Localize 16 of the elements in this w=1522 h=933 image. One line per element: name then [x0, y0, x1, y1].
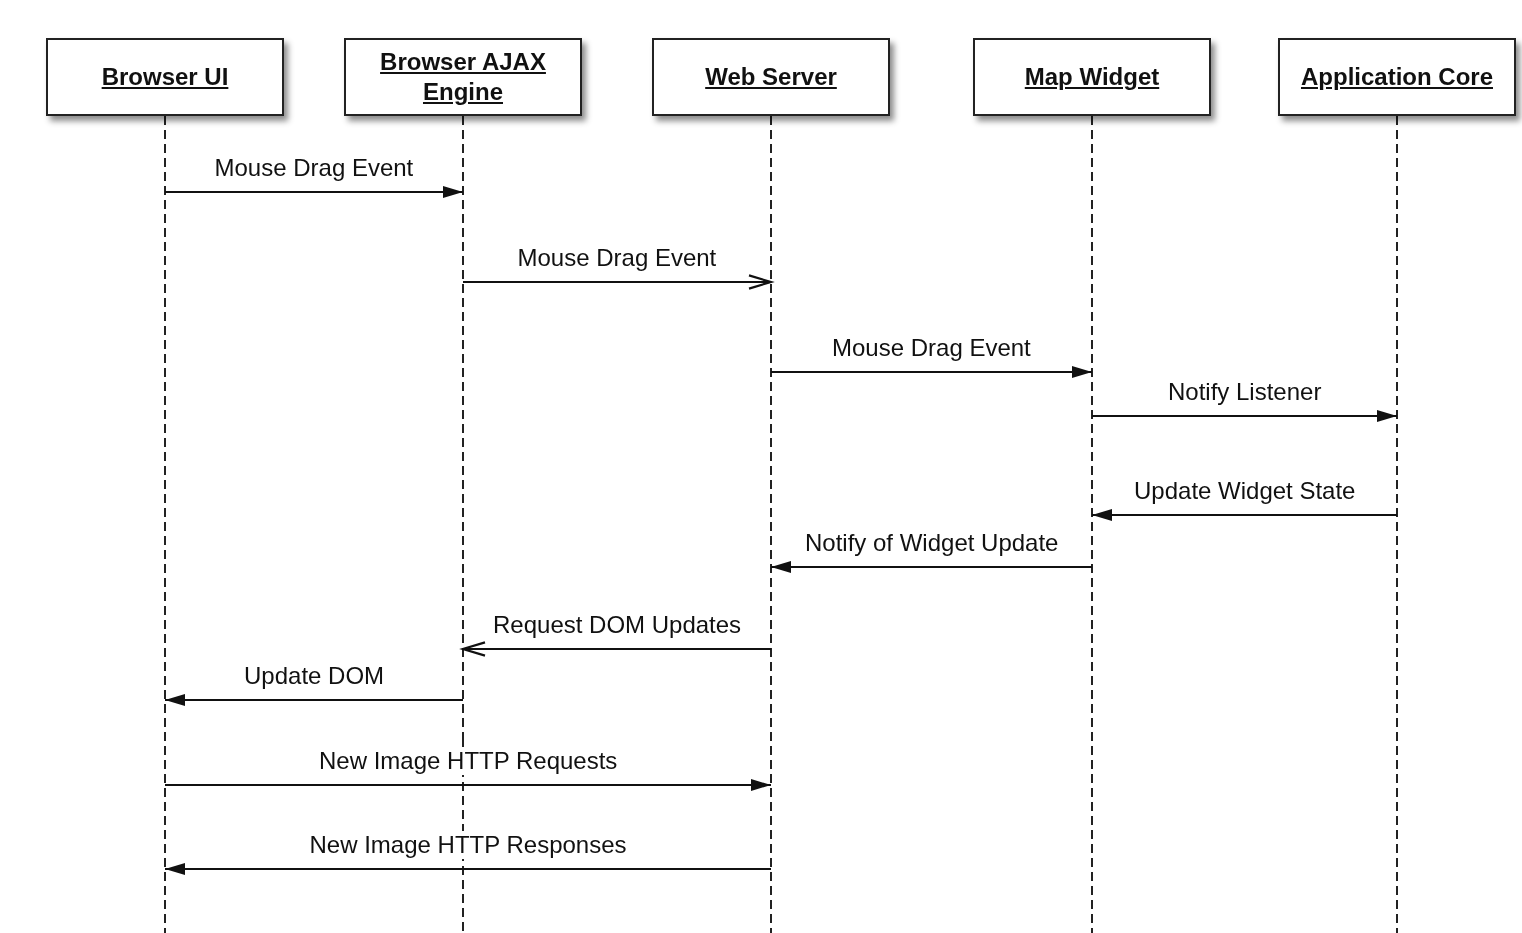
- message-arrow: [164, 186, 464, 198]
- message-arrow: [164, 694, 464, 706]
- participant-name: Browser UI: [101, 62, 229, 92]
- message-arrow: [164, 779, 772, 791]
- participant-name: Browser AJAX Engine: [379, 47, 547, 107]
- message-arrow: [770, 561, 1093, 573]
- message-arrow: [461, 641, 772, 657]
- message-arrow: [770, 366, 1093, 378]
- participant-name: Map Widget: [1024, 62, 1160, 92]
- message-arrow: [164, 863, 772, 875]
- message-arrow: [462, 274, 773, 290]
- edge-label: New Image HTTP Requests: [317, 747, 620, 775]
- message-arrow: [1091, 509, 1398, 521]
- message-arrow: [1091, 410, 1398, 422]
- participant-name: Application Core: [1301, 62, 1493, 92]
- participant-name: Web Server: [705, 62, 837, 92]
